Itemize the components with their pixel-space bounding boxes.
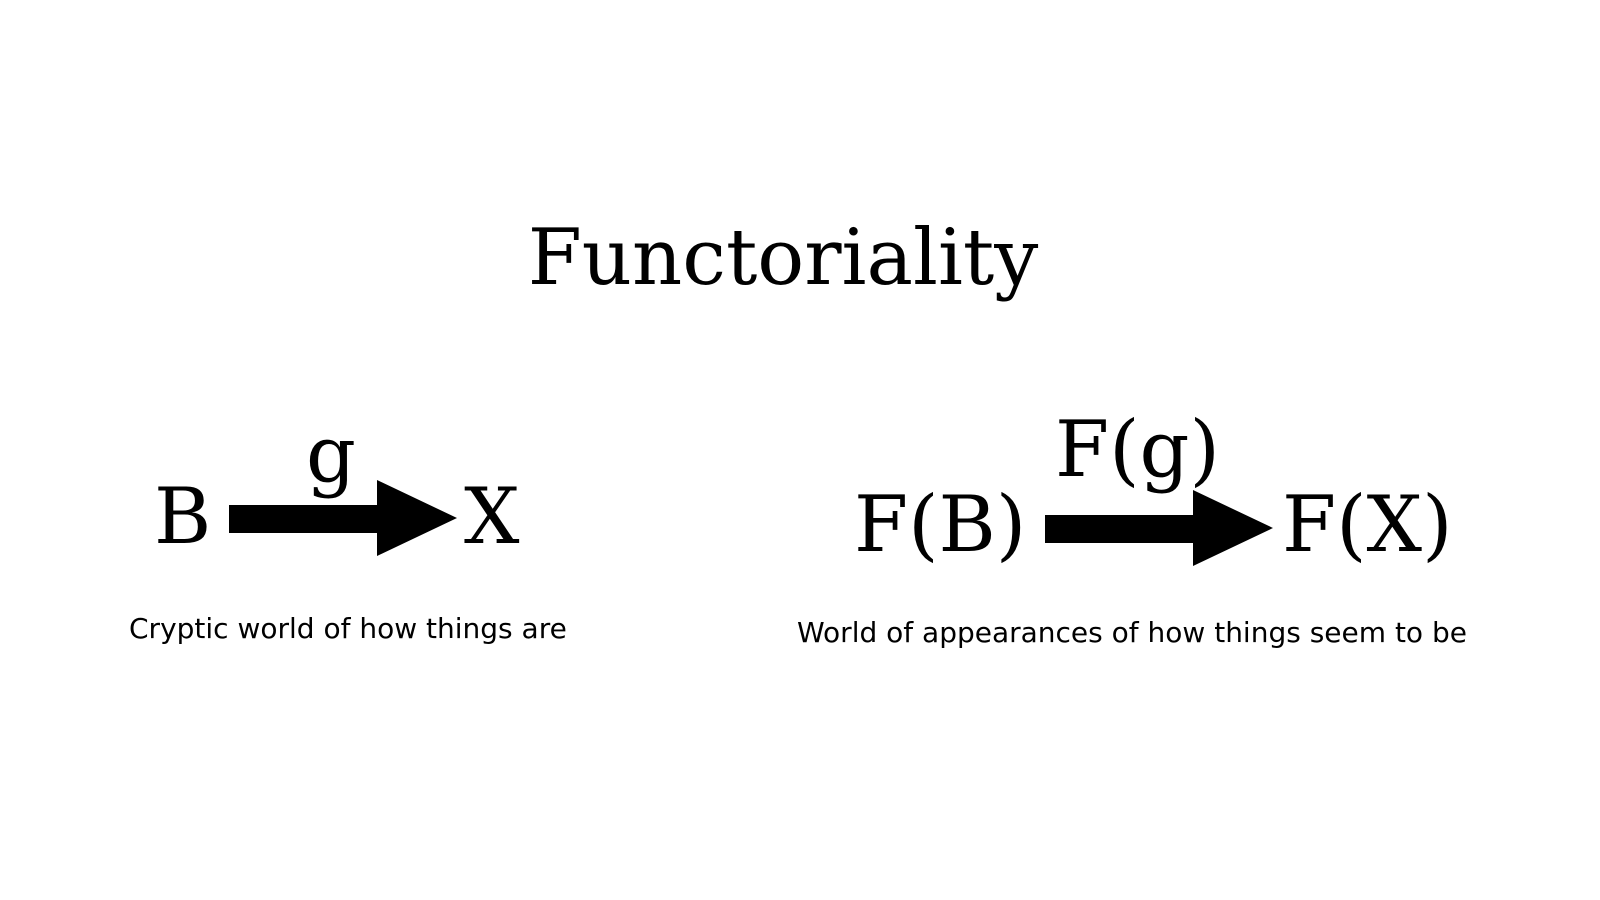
- left-caption: Cryptic world of how things are: [129, 612, 567, 645]
- right-target-object: F(X): [1282, 480, 1453, 570]
- right-caption: World of appearances of how things seem …: [797, 616, 1467, 649]
- page-title: Functoriality: [527, 213, 1039, 303]
- right-source-object: F(B): [854, 480, 1027, 570]
- left-target-object: X: [464, 472, 520, 562]
- left-arrow-shape: [229, 480, 457, 556]
- right-arrow-shape: [1045, 490, 1273, 566]
- left-morphism-arrow: [229, 480, 457, 556]
- left-morphism-label: g: [306, 410, 356, 500]
- right-morphism-label: F(g): [1055, 405, 1220, 495]
- right-morphism-arrow: [1045, 490, 1273, 566]
- left-source-object: B: [154, 472, 212, 562]
